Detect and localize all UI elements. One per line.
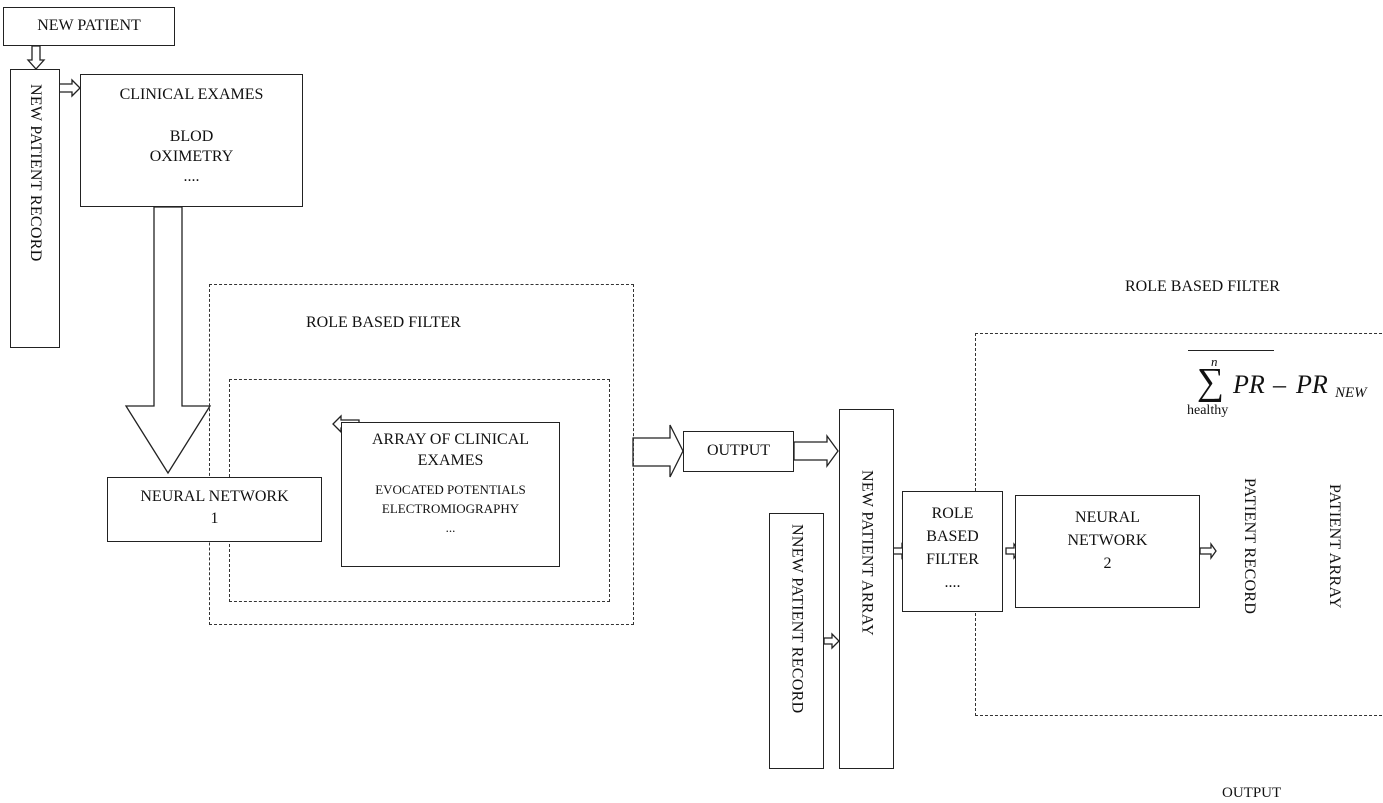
filter-box-line3: FILTER — [926, 551, 979, 568]
clinical-exames-line1: BLOD — [169, 128, 214, 145]
formula-term2: PR — [1296, 370, 1328, 399]
formula: n ∑ healthy PR – PR NEW — [1185, 348, 1383, 438]
filter-box-ellipsis: .... — [944, 574, 961, 591]
array-ellipsis: ... — [445, 520, 456, 535]
filter-box-line2: BASED — [926, 528, 979, 545]
array-line2: ELECTROMIOGRAPHY — [381, 501, 520, 516]
new-patient-record-label: NEW PATIENT RECORD — [27, 84, 44, 262]
arrow-new-patient-to-record — [26, 45, 46, 70]
neural-network-2-line2: NETWORK — [1067, 532, 1148, 549]
arrow-filter-to-output — [632, 424, 684, 478]
arrow-output-to-array — [793, 434, 839, 468]
patient-record-text: PATIENT RECORD — [1240, 478, 1258, 619]
array-line1: EVOCATED POTENTIALS — [375, 482, 526, 497]
neural-network-1-line1: NEURAL NETWORK — [140, 488, 289, 505]
array-clinical-exames-box: ARRAY OF CLINICAL EXAMES EVOCATED POTENT… — [341, 422, 560, 567]
patient-array-text: PATIENT ARRAY — [1325, 484, 1343, 614]
new-patient-box: NEW PATIENT — [3, 7, 175, 46]
new-patient-array-box: NEW PATIENT ARRAY — [839, 409, 894, 769]
neural-network-1-box: NEURAL NETWORK 1 — [107, 477, 322, 542]
clinical-exames-line2: OXIMETRY — [149, 148, 234, 165]
formula-upper-limit: n — [1211, 354, 1218, 369]
neural-network-2-box: NEURAL NETWORK 2 — [1015, 495, 1200, 608]
formula-subscript: NEW — [1335, 385, 1367, 401]
filter-box-line1: ROLE — [931, 505, 974, 522]
neural-network-1-line2: 1 — [210, 510, 219, 527]
formula-minus: – — [1273, 370, 1286, 399]
formula-sum-symbol: ∑ — [1197, 361, 1225, 403]
patient-array-label: PATIENT ARRAY — [1326, 484, 1343, 609]
new-patient-label: NEW PATIENT — [37, 17, 141, 34]
neural-network-2-line1: NEURAL — [1075, 509, 1140, 526]
clinical-exames-title: CLINICAL EXAMES — [119, 86, 264, 103]
formula-term1: PR — [1233, 370, 1265, 399]
clinical-exames-ellipsis: .... — [183, 168, 200, 185]
role-based-filter-2-label: ROLE BASED FILTER — [1125, 278, 1280, 295]
role-based-filter-1-label: ROLE BASED FILTER — [306, 314, 461, 331]
clinical-exames-box: CLINICAL EXAMES BLOD OXIMETRY .... — [80, 74, 303, 207]
role-based-filter-box: ROLE BASED FILTER .... — [902, 491, 1003, 612]
role-based-filter-region-1 — [209, 284, 634, 625]
arrow-nnew-to-array — [823, 632, 840, 650]
arrow-nn2-to-output — [1199, 541, 1217, 561]
neural-network-2-line3: 2 — [1103, 555, 1112, 572]
output-1-box: OUTPUT — [683, 431, 794, 472]
output-2-label: OUTPUT — [1222, 785, 1282, 801]
new-patient-record-box: NEW PATIENT RECORD — [10, 69, 60, 348]
array-title2: EXAMES — [417, 452, 484, 469]
nnew-patient-record-box: NNEW PATIENT RECORD — [769, 513, 824, 769]
arrow-record-to-clinical — [57, 78, 81, 98]
new-patient-array-label: NEW PATIENT ARRAY — [858, 470, 876, 637]
patient-record-label: PATIENT RECORD — [1241, 478, 1258, 615]
arrow-clinical-to-nn1 — [124, 206, 212, 475]
output-1-label: OUTPUT — [706, 442, 771, 459]
nnew-patient-record-label: NNEW PATIENT RECORD — [788, 524, 806, 714]
array-title1: ARRAY OF CLINICAL — [371, 431, 530, 448]
formula-lower-limit: healthy — [1187, 403, 1229, 418]
formula-overline — [1188, 350, 1274, 351]
